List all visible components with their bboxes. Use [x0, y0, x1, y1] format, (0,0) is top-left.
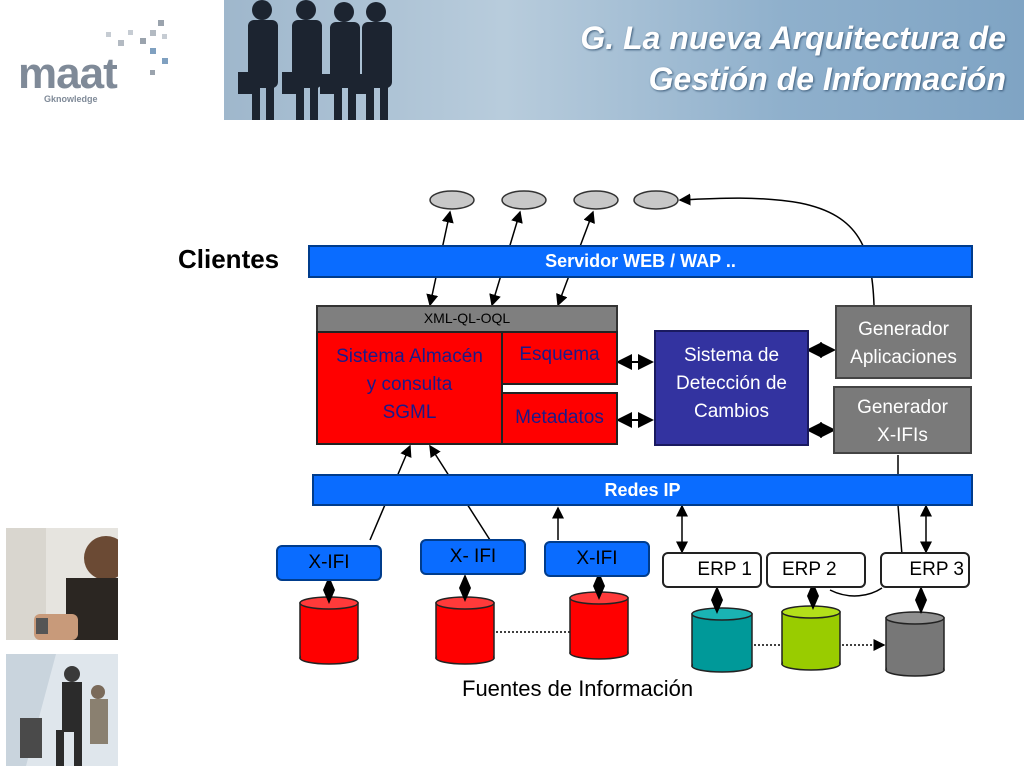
- generador-xifis-box: Generador X-IFIs: [833, 386, 972, 454]
- generador-aplicaciones-box: Generador Aplicaciones: [835, 305, 972, 379]
- title-line-2: Gestión de Información: [648, 61, 1006, 97]
- database-icon: [435, 596, 495, 665]
- client-node: [633, 190, 679, 210]
- database-icon: [569, 591, 629, 660]
- fuentes-caption: Fuentes de Información: [462, 676, 694, 701]
- logo: [0, 0, 220, 110]
- businesspeople-photo: [6, 654, 118, 766]
- xml-ql-oql-label: XML-QL-OQL: [423, 310, 511, 326]
- logo-dots-icon: [106, 20, 168, 75]
- businessmen-illustration: [238, 0, 392, 120]
- gen-xifi-line-2: X-IFIs: [877, 425, 928, 446]
- erp-label-2: ERP 2: [782, 559, 837, 580]
- database-icon: [885, 611, 945, 677]
- header-banner: G. La nueva Arquitectura de Gestión de I…: [224, 0, 1024, 120]
- metadatos-label: Metadatos: [515, 407, 604, 428]
- xifi-box-3: X-IFI: [544, 541, 650, 577]
- esquema-label: Esquema: [519, 344, 600, 365]
- title-line-1: G. La nueva Arquitectura de: [580, 20, 1006, 56]
- page-title: G. La nueva Arquitectura de Gestión de I…: [580, 18, 1006, 100]
- deteccion-line-3: Cambios: [694, 401, 769, 422]
- gen-xifi-line-1: Generador: [857, 397, 948, 418]
- metadatos-box: Metadatos: [501, 392, 618, 445]
- deteccion-cambios-box: Sistema de Detección de Cambios: [654, 330, 809, 446]
- erp-box-1: ERP 1: [662, 552, 762, 588]
- client-node: [429, 190, 475, 210]
- gen-apl-line-2: Aplicaciones: [850, 347, 957, 368]
- deteccion-line-2: Detección de: [676, 373, 787, 394]
- redes-ip-bar: Redes IP: [312, 474, 973, 506]
- sgml-box: Sistema Almacén y consulta SGML: [316, 331, 503, 445]
- erp-box-2: ERP 2: [766, 552, 866, 588]
- xifi-label-2: X- IFI: [449, 546, 497, 567]
- sgml-line-1: Sistema Almacén: [336, 346, 483, 367]
- client-node: [573, 190, 619, 210]
- erp-label-3: ERP 3: [909, 559, 964, 580]
- xifi-label-1: X-IFI: [308, 552, 350, 573]
- erp-box-3: ERP 3: [880, 552, 970, 588]
- database-icon: [691, 607, 753, 673]
- esquema-box: Esquema: [501, 331, 618, 385]
- sgml-line-3: SGML: [382, 402, 437, 423]
- servidor-web-label: Servidor WEB / WAP ..: [545, 251, 736, 271]
- xifi-label-3: X-IFI: [576, 548, 618, 569]
- redes-ip-label: Redes IP: [604, 480, 681, 500]
- sgml-line-2: y consulta: [366, 374, 453, 395]
- xml-ql-oql-bar: XML-QL-OQL: [316, 305, 618, 333]
- erp-label-1: ERP 1: [697, 559, 752, 580]
- deteccion-line-1: Sistema de: [683, 345, 780, 366]
- database-icon: [299, 596, 359, 665]
- logo-subtext: Gknowledge: [44, 94, 98, 104]
- client-node: [501, 190, 547, 210]
- logo-text: maat: [18, 49, 118, 98]
- xifi-box-1: X-IFI: [276, 545, 382, 581]
- database-icon: [781, 605, 841, 671]
- servidor-web-bar: Servidor WEB / WAP ..: [308, 245, 973, 278]
- gen-apl-line-1: Generador: [858, 319, 949, 340]
- xifi-box-2: X- IFI: [420, 539, 526, 575]
- clientes-label: Clientes: [178, 244, 280, 274]
- person-phone-photo: [6, 528, 118, 640]
